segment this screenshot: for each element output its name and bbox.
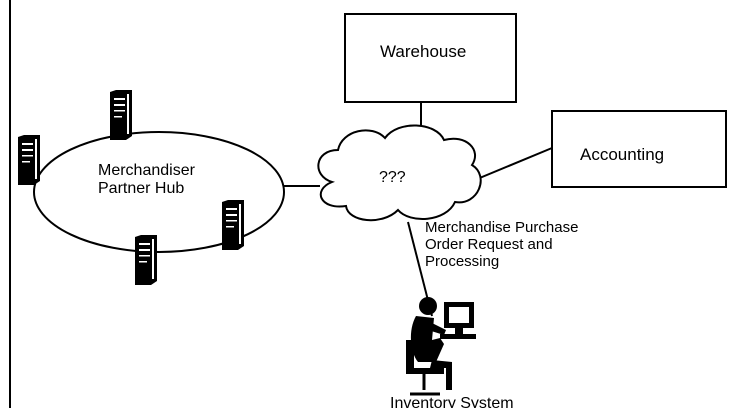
server-icon	[110, 90, 132, 140]
hub-label-line2: Partner Hub	[98, 180, 184, 197]
server-icon	[18, 135, 40, 185]
warehouse-label: Warehouse	[380, 42, 466, 61]
inventory-system-label: Inventory System	[390, 395, 514, 408]
server-icon	[222, 200, 244, 250]
edge-label-line3: Processing	[425, 253, 499, 270]
network-cloud	[317, 124, 482, 222]
accounting-box	[551, 110, 727, 188]
hub-label-line1: Merchandiser	[98, 162, 196, 179]
server-icon	[135, 235, 157, 285]
warehouse-box	[344, 13, 517, 103]
cloud-label: ???	[379, 169, 406, 186]
user-at-computer-icon	[406, 297, 476, 396]
edge-label-line1: Merchandise Purchase	[425, 219, 578, 236]
cloud-to-accounting-link	[469, 147, 553, 183]
partner-hub-ring	[33, 131, 285, 253]
accounting-label: Accounting	[580, 145, 664, 164]
edge-label-line2: Order Request and	[425, 236, 553, 253]
